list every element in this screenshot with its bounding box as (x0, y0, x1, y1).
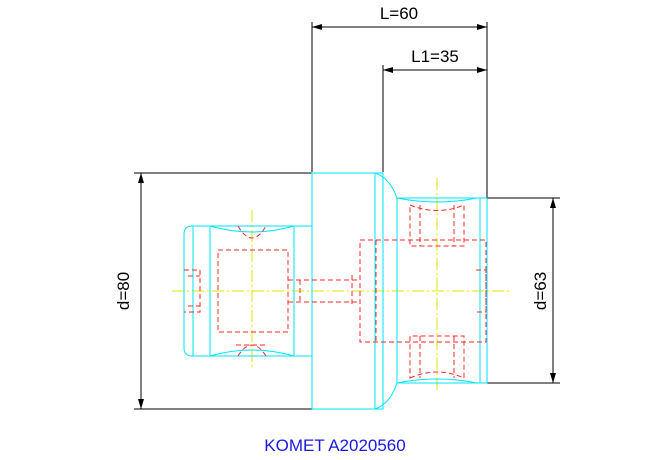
left-shank (183, 225, 312, 357)
dimension-arrows (138, 24, 556, 409)
dim-label-l1: L1=35 (411, 47, 459, 66)
dimension-lines (134, 22, 560, 410)
dim-label-l: L=60 (380, 4, 418, 23)
dim-label-d63: d=63 (531, 272, 550, 310)
center-lines (172, 178, 510, 392)
dim-label-d80: d=80 (114, 272, 133, 310)
hidden-features (184, 204, 487, 379)
main-flange (311, 172, 384, 410)
tool-outline (183, 172, 488, 410)
taper (374, 172, 398, 410)
right-shank (396, 197, 488, 384)
part-number-caption: KOMET A2020560 (264, 436, 406, 455)
